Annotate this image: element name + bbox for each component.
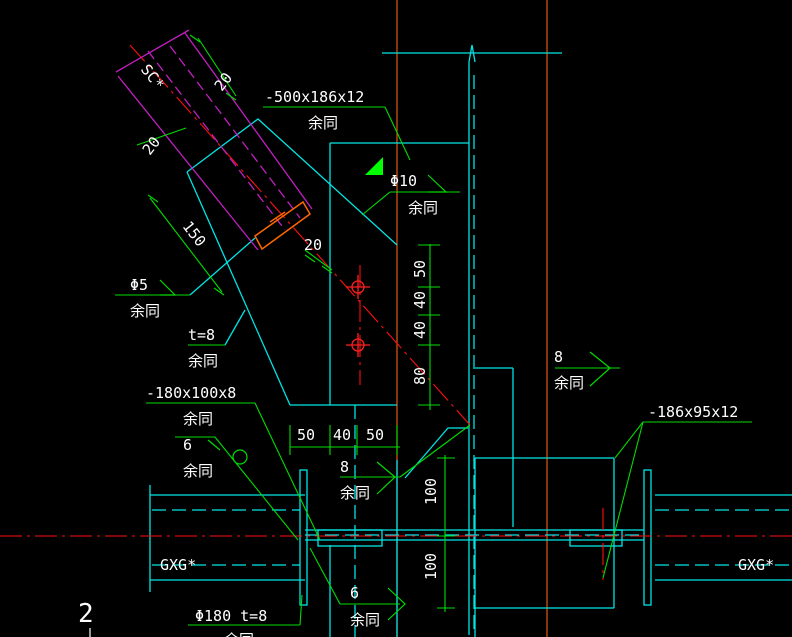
- dim-50-v: 50: [411, 260, 429, 278]
- dim-50-h: 50: [297, 426, 315, 444]
- same-label-10: 余同: [224, 631, 254, 637]
- weld-8-right: 8: [554, 348, 563, 366]
- pipe-spec: Φ180 t=8: [195, 607, 267, 625]
- top-plate-spec: -500x186x12: [265, 88, 364, 106]
- plate-right-spec: -186x95x12: [648, 403, 738, 421]
- brace-member: [115, 29, 313, 251]
- bolt-marks: [346, 275, 370, 357]
- dim-40-v: 40: [411, 291, 429, 309]
- tick-marks: [147, 34, 333, 296]
- weld-symbols: [159, 174, 611, 621]
- weld-8-mid: 8: [340, 458, 349, 476]
- bolt-1: [346, 275, 370, 299]
- weld-6-left: 6: [183, 436, 192, 454]
- dim-150: 150: [179, 218, 210, 250]
- dim-100-b: 100: [422, 553, 440, 580]
- same-label-6: 余同: [183, 462, 213, 480]
- phi10-label: Φ10: [390, 172, 417, 190]
- phi5-label: Φ5: [130, 276, 148, 294]
- dim-50-h2: 50: [366, 426, 384, 444]
- thickness-label: t=8: [188, 326, 215, 344]
- text-layer: SC* 20 20 150 -500x186x12 余同 Φ10 余同 20 Φ…: [78, 61, 774, 637]
- same-label-2: 余同: [408, 199, 438, 217]
- brace-end-plate: [254, 200, 311, 251]
- same-label-5: 余同: [183, 410, 213, 428]
- dim-80-v: 80: [411, 367, 429, 385]
- center-lines: [0, 44, 792, 580]
- hidden-lines: [152, 75, 792, 637]
- left-member-label: GXG*: [160, 556, 196, 574]
- stiffener-spec: -180x100x8: [146, 384, 236, 402]
- same-label-3: 余同: [130, 302, 160, 320]
- bolt-2: [346, 333, 370, 357]
- grid-lines: [396, 0, 548, 637]
- brace-member-label: SC*: [137, 61, 168, 93]
- dim-20-mid: 20: [304, 236, 322, 254]
- same-label-4: 余同: [188, 352, 218, 370]
- same-label-1: 余同: [308, 114, 338, 132]
- dim-40-v2: 40: [411, 321, 429, 339]
- dim-40-h: 40: [333, 426, 351, 444]
- flag-symbol: [365, 157, 383, 175]
- same-label-7: 余同: [554, 374, 584, 392]
- dim-100-a: 100: [422, 478, 440, 505]
- right-member-label: GXG*: [738, 556, 774, 574]
- same-label-8: 余同: [340, 484, 370, 502]
- weld-6-bottom: 6: [350, 584, 359, 602]
- dimension-lines: [115, 37, 752, 626]
- steel-outline: [149, 44, 792, 637]
- grid-number: 2: [78, 599, 94, 629]
- same-label-9: 余同: [350, 611, 380, 629]
